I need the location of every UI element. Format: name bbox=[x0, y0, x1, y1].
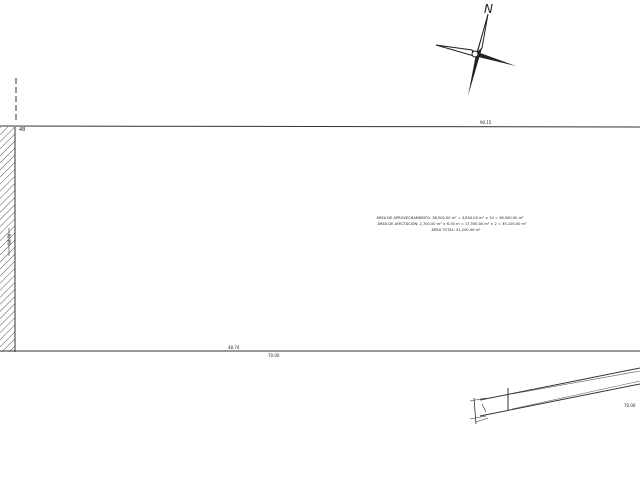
road-strip: 70.00 bbox=[469, 367, 640, 425]
road-dimension-label: 70.00 bbox=[624, 403, 636, 408]
bottom-boundary-label-2: 70.00 bbox=[268, 353, 280, 358]
north-arrow-icon: N bbox=[435, 2, 516, 96]
top-boundary-label: 90.15 bbox=[480, 120, 492, 125]
area-note-2: ÁREA DE AFECTACIÓN: 2,700.00 m² × 6.50 m… bbox=[377, 221, 527, 226]
area-notes: ÁREA DE APROVECHAMIENTO: 38,500.00 m² = … bbox=[376, 215, 527, 232]
north-label: N bbox=[484, 2, 493, 16]
area-note-3: ÁREA TOTAL: 41,200.00 m² bbox=[432, 227, 482, 232]
area-note-1: ÁREA DE APROVECHAMIENTO: 38,500.00 m² = … bbox=[376, 215, 524, 220]
top-boundary-line bbox=[0, 125, 640, 128]
left-dimension-label: 58.70 bbox=[7, 233, 12, 245]
corner-mark: 48 bbox=[19, 127, 25, 133]
hatched-wall bbox=[0, 127, 15, 352]
bottom-boundary-label: 48.74 bbox=[228, 345, 240, 350]
